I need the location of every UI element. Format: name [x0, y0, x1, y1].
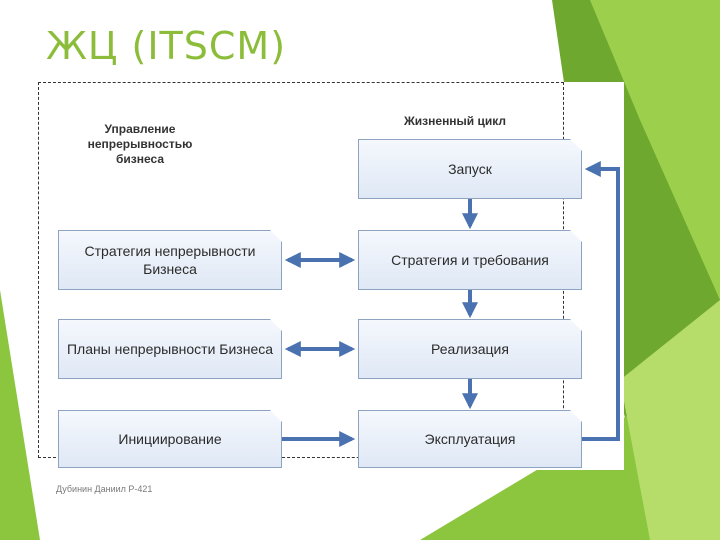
- box-operation: Эксплуатация: [358, 410, 582, 468]
- box-operation-label: Эксплуатация: [424, 431, 516, 447]
- box-continuity-plans: Планы непрерывности Бизнеса: [58, 319, 282, 379]
- box-strategy-continuity: Стратегия непрерывности Бизнеса: [58, 230, 282, 290]
- box-launch: Запуск: [358, 139, 582, 199]
- slide-title: ЖЦ (ITSCM): [46, 24, 287, 68]
- left-header: Управление непрерывностью бизнеса: [87, 122, 193, 166]
- box-strategy-requirements: Стратегия и требования: [358, 230, 582, 290]
- right-header: Жизненный цикл: [403, 114, 507, 128]
- box-implementation-label: Реализация: [431, 341, 509, 357]
- box-implementation: Реализация: [358, 319, 582, 379]
- box-continuity-plans-label: Планы непрерывности Бизнеса: [66, 341, 274, 357]
- box-initiation-label: Инициирование: [118, 431, 222, 447]
- box-strategy-continuity-label: Стратегия непрерывности Бизнеса: [84, 243, 256, 277]
- author-credit: Дубинин Даниил Р-421: [56, 484, 153, 494]
- decor-green-band-light: [590, 0, 720, 300]
- box-launch-label: Запуск: [448, 161, 492, 177]
- box-initiation: Инициирование: [58, 410, 282, 468]
- decor-green-accent: [620, 300, 720, 540]
- box-strategy-requirements-label: Стратегия и требования: [391, 252, 549, 268]
- decor-green-left: [0, 290, 40, 540]
